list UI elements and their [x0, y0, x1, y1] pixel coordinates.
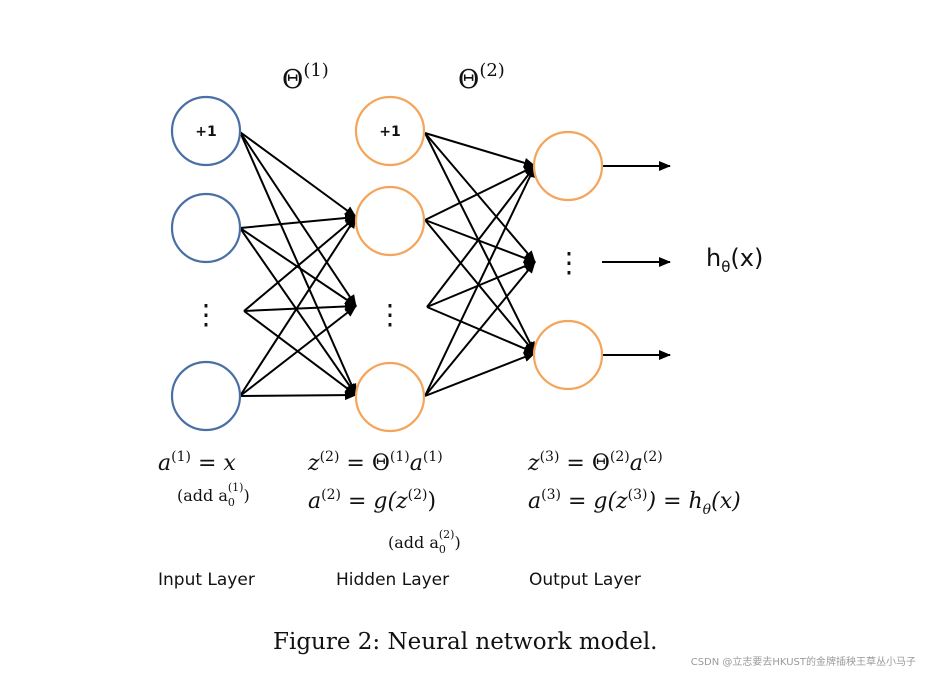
output-equation-1: z(3) = Θ(2)a(2)	[527, 449, 663, 476]
output-ellipsis: ⋮	[555, 246, 583, 279]
hidden-bias-node	[354, 95, 426, 167]
output-layer: ⋮	[532, 130, 604, 391]
hidden-ellipsis: ⋮	[376, 298, 404, 331]
hidden-equation-1: z(2) = Θ(1)a(1)	[307, 449, 443, 476]
edge	[239, 131, 357, 218]
edge	[243, 301, 357, 312]
input-ellipsis: ⋮	[192, 298, 220, 331]
input-node	[170, 360, 242, 432]
input-equation: a(1) = x	[158, 449, 236, 476]
hidden-bias-note: (add a0(2))	[388, 528, 461, 556]
edge	[426, 261, 536, 308]
input-bias-label: +1	[195, 124, 216, 140]
edge	[424, 261, 536, 397]
edge	[424, 132, 536, 263]
edge	[424, 132, 536, 168]
edge	[239, 216, 357, 397]
output-arrows	[602, 161, 671, 360]
edge	[243, 310, 357, 396]
edge	[424, 219, 536, 263]
figure-caption: Figure 2: Neural network model.	[273, 629, 658, 655]
input-bias-node	[170, 95, 242, 167]
edge	[426, 306, 536, 354]
edge	[424, 165, 536, 221]
hidden-bias-label: +1	[379, 124, 400, 140]
edge	[426, 165, 536, 308]
output-equation-2: a(3) = g(z(3)) = hθ(x)	[528, 487, 741, 518]
hidden-layer-label: Hidden Layer	[336, 570, 449, 590]
edge	[424, 352, 536, 397]
input-layer: +1 ⋮	[170, 95, 242, 432]
watermark: CSDN @立志要去HKUST的金牌插秧王草丛小马子	[691, 655, 916, 668]
edge	[239, 390, 357, 401]
output-layer-label: Output Layer	[529, 570, 641, 590]
edge	[424, 132, 536, 354]
hidden-layer: +1 ⋮	[354, 95, 426, 433]
edge	[239, 227, 357, 307]
edge	[239, 227, 357, 396]
output-node	[532, 130, 604, 202]
input-layer-label: Input Layer	[158, 570, 255, 590]
edge	[239, 213, 357, 229]
theta2-label: Θ(2)	[458, 60, 505, 95]
theta1-label: Θ(1)	[282, 60, 329, 95]
hypothesis-label: hθ(x)	[706, 244, 763, 276]
edge	[424, 219, 536, 354]
edge	[243, 216, 357, 312]
edge	[239, 305, 357, 397]
input-hidden-connections	[239, 131, 357, 401]
hidden-equation-2: a(2) = g(z(2))	[308, 487, 436, 514]
hidden-node	[354, 361, 426, 433]
edge	[239, 131, 357, 396]
edge	[239, 131, 357, 307]
hidden-node	[354, 185, 426, 257]
input-bias-note: (add a0(1))	[177, 481, 250, 509]
output-node	[532, 319, 604, 391]
input-node	[170, 192, 242, 264]
hidden-output-connections	[424, 132, 536, 397]
edge	[424, 165, 536, 397]
